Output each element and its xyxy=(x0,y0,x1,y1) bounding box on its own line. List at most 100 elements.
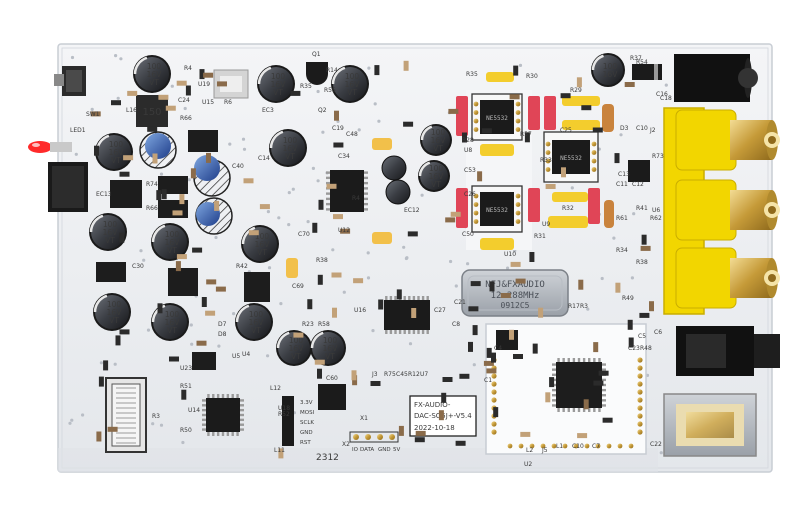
smd-part xyxy=(442,377,453,382)
silk-ref: D3 xyxy=(620,125,629,132)
silk-ref: C12 xyxy=(632,181,644,188)
smd-part xyxy=(119,329,130,335)
smd-part xyxy=(513,65,519,76)
via xyxy=(373,102,377,106)
smd-part xyxy=(513,354,523,359)
via xyxy=(81,413,85,417)
smd-components xyxy=(90,60,654,459)
ic-u12 xyxy=(326,170,368,212)
smd-part xyxy=(500,293,511,298)
silk-ref: U2 xyxy=(524,461,532,468)
capacitor-label: 100 xyxy=(289,336,304,345)
via xyxy=(114,54,118,58)
capacitor-label: 100 xyxy=(107,300,122,309)
silk-ref: Q2 xyxy=(318,107,327,114)
silk-ref: U10 xyxy=(504,251,516,258)
silk-ref: C23 xyxy=(628,345,640,352)
silk-ref: LED1 xyxy=(70,127,86,134)
via xyxy=(68,421,72,425)
capacitor-label: 16V xyxy=(103,228,119,237)
capacitor-label: 100 xyxy=(429,164,444,173)
silk-ref: R3 xyxy=(152,413,160,420)
capacitor-label: 100 xyxy=(323,336,338,345)
smd-part xyxy=(614,153,620,164)
smd-part xyxy=(374,65,380,76)
capacitor-label: 100 xyxy=(249,310,264,319)
smd-part xyxy=(529,252,535,262)
silk-ref: R4 xyxy=(184,65,192,72)
smd-part xyxy=(624,82,635,87)
smd-part xyxy=(576,77,582,88)
silk-ref: U15 xyxy=(202,99,214,106)
smd-part xyxy=(468,341,473,352)
silk-ref: D7 xyxy=(218,321,227,328)
capacitor-label: 16V xyxy=(431,136,447,145)
silk-ref: C50 xyxy=(462,231,474,238)
via xyxy=(113,362,117,366)
via xyxy=(190,342,194,346)
silk-ref: C40 xyxy=(232,163,244,170)
capacitor-label: 16V xyxy=(283,144,299,153)
via xyxy=(142,258,146,262)
smd-part xyxy=(627,319,633,330)
smd-part xyxy=(317,368,322,379)
smd-part xyxy=(532,343,538,354)
silk-ref: R57 xyxy=(520,131,532,138)
smd-part xyxy=(370,381,381,386)
silk-ref: C45 xyxy=(396,371,408,378)
via xyxy=(189,323,193,327)
silk-ref: R48 xyxy=(640,345,652,352)
via xyxy=(586,307,590,311)
via xyxy=(70,55,75,60)
smd-part xyxy=(486,347,492,358)
header-pin-5: RST xyxy=(300,440,311,446)
smd-part xyxy=(520,431,531,437)
smd-part xyxy=(470,281,481,287)
silk-ref: R31 xyxy=(534,233,546,240)
via xyxy=(242,147,247,151)
via xyxy=(214,235,218,240)
capacitor-label: VT xyxy=(111,156,121,165)
silk-ref: C19 xyxy=(332,125,344,132)
via xyxy=(367,66,371,70)
capacitor-label: VT xyxy=(167,326,177,335)
silk-ref: R50 xyxy=(180,427,192,434)
smd-part xyxy=(152,153,158,164)
silk-ref: D8 xyxy=(218,331,227,338)
smd-part xyxy=(147,126,158,132)
silk-ref: R29 xyxy=(570,87,582,94)
capacitor-label: 16V xyxy=(109,148,125,157)
header-pin-labels: 3.3V MOSI SCLK GND RST xyxy=(300,400,315,446)
via xyxy=(366,251,370,255)
smd-part xyxy=(340,228,351,234)
j6-pin-4: 5V xyxy=(393,447,400,453)
capacitor-label: 100 xyxy=(603,62,618,71)
silk-ref: X2 xyxy=(342,441,350,448)
silk-ref: U7 xyxy=(420,371,428,378)
via xyxy=(612,236,616,240)
smd-part xyxy=(334,110,339,121)
smd-part xyxy=(481,128,492,134)
via xyxy=(291,187,295,191)
smd-part xyxy=(581,105,592,111)
header-pin-1: 3.3V xyxy=(300,400,313,406)
silk-ref: R52 xyxy=(278,411,290,418)
silk-ref: U19 xyxy=(198,81,210,88)
silk-ref: R30 xyxy=(526,73,538,80)
silk-ref: C60 xyxy=(326,375,338,382)
via xyxy=(518,63,523,67)
crystal-line1: NFJ&FXAUDIO xyxy=(485,280,545,290)
smd-part xyxy=(577,433,588,439)
opamp-area: NE5532 NE5532 NE5532 xyxy=(466,90,599,250)
capacitor-label: 100 xyxy=(345,72,360,81)
via xyxy=(232,312,236,316)
smd-part xyxy=(185,85,191,96)
silk-ref: C10 xyxy=(636,125,648,132)
smd-part xyxy=(293,332,304,338)
opamp-label-2: NE5532 xyxy=(486,207,508,214)
opamp-label-1: NE5532 xyxy=(486,115,508,122)
silk-ref: C18 xyxy=(660,95,672,102)
